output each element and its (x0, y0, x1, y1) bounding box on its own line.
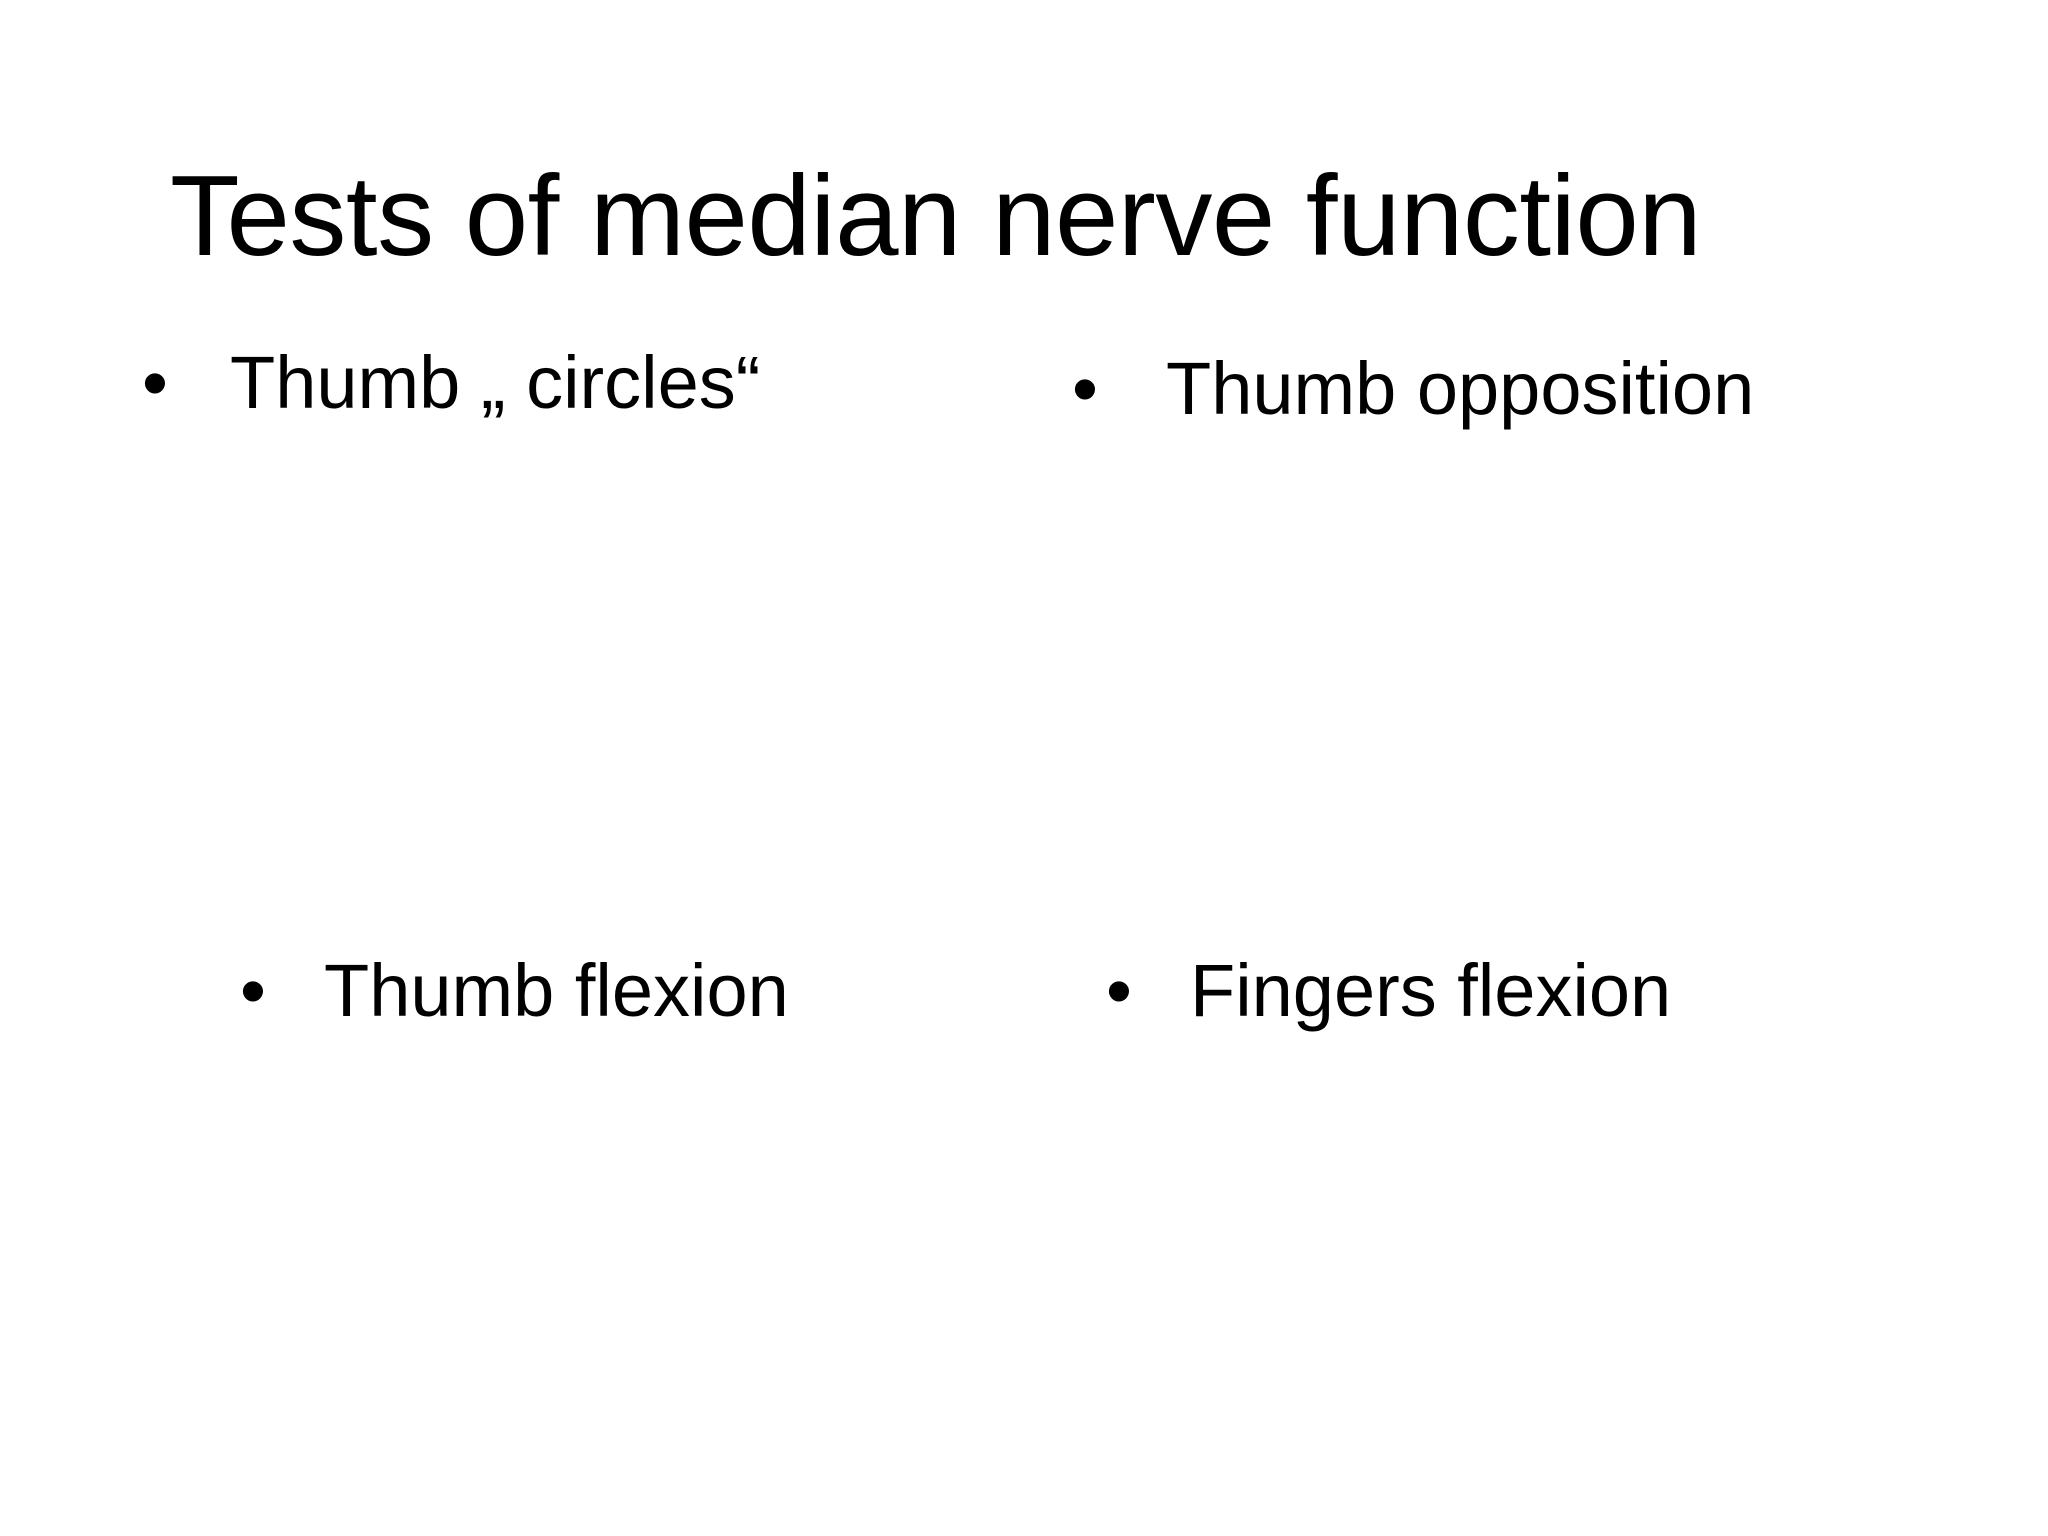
bullet-item-label: Fingers flexion (1190, 949, 1672, 1032)
bullet-item-thumb-opposition: • Thumb opposition (1072, 352, 1754, 426)
bullet-item-thumb-flexion: • Thumb flexion (240, 954, 789, 1028)
bullet-item-thumb-circles: • Thumb „ circles“ (142, 346, 760, 420)
page-title: Tests of median nerve function (170, 153, 1702, 281)
bullet-item-label: Thumb „ circles“ (230, 341, 761, 424)
bullet-item-label: Thumb opposition (1166, 347, 1755, 430)
bullet-point-icon: • (240, 949, 266, 1032)
bullet-item-label: Thumb flexion (324, 949, 789, 1032)
bullet-point-icon: • (1072, 347, 1098, 430)
media-area-bottom-left (180, 1060, 820, 1440)
bullet-item-fingers-flexion: • Fingers flexion (1106, 954, 1671, 1028)
media-area-top-left (180, 470, 820, 900)
media-area-bottom-right (1090, 1060, 1730, 1440)
media-area-top-right (1090, 470, 1730, 900)
bullet-point-icon: • (142, 341, 168, 424)
bullet-point-icon: • (1106, 949, 1132, 1032)
